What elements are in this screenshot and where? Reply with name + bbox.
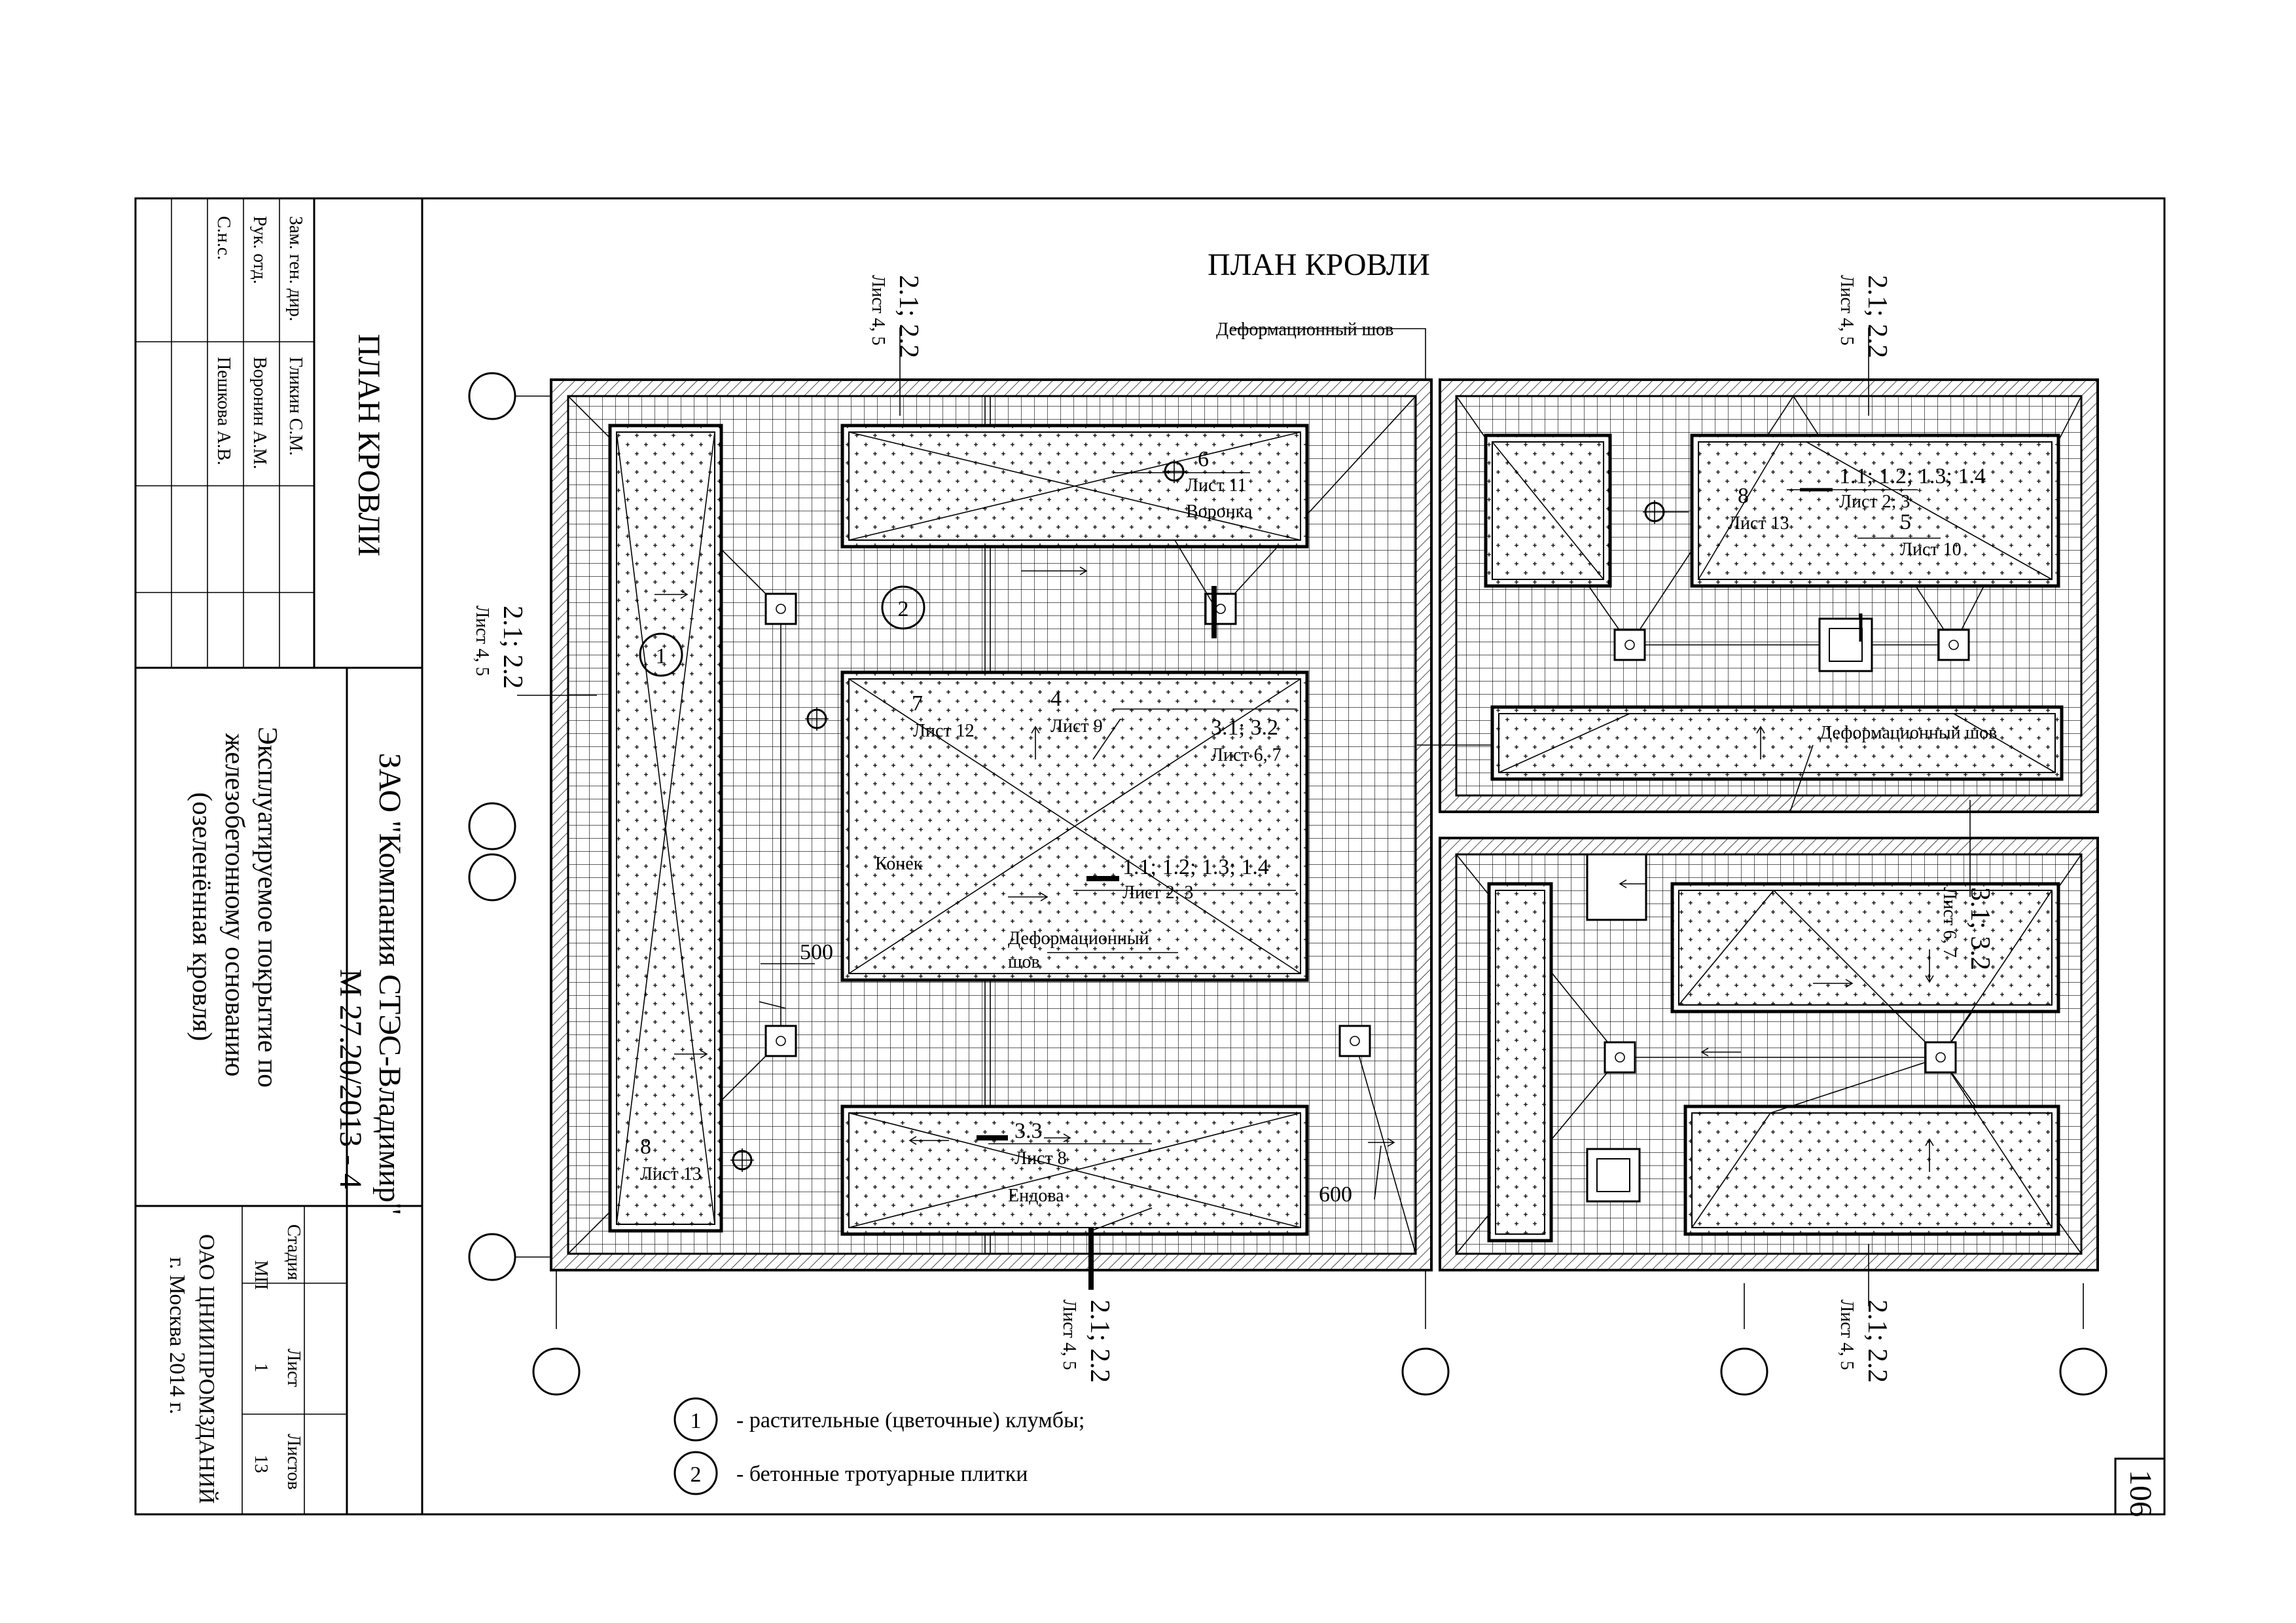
detail-33-sheet: Лист 8 — [1014, 1148, 1067, 1169]
axis-marker — [1401, 1347, 1450, 1396]
ridge-label: Конек — [875, 854, 923, 874]
sheet-ref-right: Лист 6, 7 — [1939, 887, 1960, 958]
position-2: Рук. отд. — [249, 216, 270, 284]
valley-label: Ендова — [1008, 1186, 1064, 1206]
detail-7-sheet: Лист 12 — [913, 721, 975, 741]
stage-value: МП — [251, 1260, 271, 1290]
annotations: 2.1; 2.2 Лист 4, 5 2.1; 2.2 Лист 4, 5 2.… — [472, 275, 1997, 1383]
company-name: ЗАО "Компания СТЭС-Владимир" — [372, 753, 407, 1215]
sheet-ref-bottom-a: Лист 4, 5 — [1059, 1300, 1079, 1370]
legend-text-2: - бетонные тротуарные плитки — [736, 1462, 1028, 1486]
legend: 1 - растительные (цветочные) клумбы; 2 -… — [673, 1397, 1085, 1495]
sheet-title: ПЛАН КРОВЛИ — [1208, 247, 1430, 282]
legend-text-1: - растительные (цветочные) клумбы; — [736, 1408, 1085, 1432]
detail-8-right: 8 — [1738, 484, 1749, 508]
sheet-ref-left: Лист 4, 5 — [472, 606, 492, 676]
name-2: Воронин А.М. — [249, 357, 270, 469]
axis-marker — [2059, 1347, 2108, 1396]
expansion-joint-label-l1: Деформационный — [1008, 928, 1149, 949]
detail-11-14-right: 1.1; 1.2; 1.3; 1.4 — [1839, 464, 1986, 488]
expansion-joint-label-top: Деформационный шов — [1216, 319, 1393, 340]
dim-500: 500 — [800, 940, 833, 964]
legend-mark-1: 1 — [691, 1409, 702, 1433]
drawing-code: М 27.20/2013 - 4 — [333, 969, 368, 1189]
detail-31-32-sheet: Лист 6, 7 — [1211, 745, 1282, 765]
building-b-roof — [1439, 378, 2099, 813]
sheet-frame — [134, 197, 2166, 1516]
detail-8-left: 8 — [640, 1135, 651, 1159]
description-line-2: железобетонному основанию — [219, 733, 249, 1076]
detail-5: 5 — [1900, 510, 1911, 534]
funnel-label: Воронка — [1186, 501, 1253, 522]
stage-header: Стадия — [283, 1224, 304, 1281]
detail-5-sheet: Лист 10 — [1900, 539, 1962, 560]
sheet-ref-top-b: Лист 4, 5 — [1837, 275, 1857, 346]
flow-arrows — [655, 566, 1934, 1172]
building-c-roof — [1439, 837, 2099, 1271]
detail-11-14: 1.1; 1.2; 1.3; 1.4 — [1122, 855, 1269, 879]
section-label-right: 3.1; 3.2 — [1965, 887, 1995, 970]
section-label-left: 2.1; 2.2 — [497, 606, 528, 689]
axis-marker — [468, 372, 516, 420]
sheet-ref-top-a: Лист 4, 5 — [868, 275, 888, 346]
detail-4-sheet: Лист 9 — [1050, 716, 1103, 737]
detail-8-left-sheet: Лист 13 — [640, 1164, 702, 1184]
mark-flower-bed: 1 — [656, 644, 667, 668]
org-name: ОАО ЦНИИПРОМЗДАНИЙ — [194, 1234, 219, 1504]
section-label-top-a: 2.1; 2.2 — [893, 275, 924, 358]
detail-8-right-sheet: Лист 13 — [1728, 513, 1789, 534]
axis-marker — [468, 802, 516, 850]
detail-11-14-sheet: Лист 2; 3 — [1122, 883, 1193, 903]
section-label-top-b: 2.1; 2.2 — [1862, 275, 1892, 358]
position-1: Зам. ген. дир. — [285, 216, 306, 321]
section-label-bottom-a: 2.1; 2.2 — [1085, 1300, 1115, 1383]
expansion-joint-label-l2: шов — [1008, 952, 1040, 972]
position-3: С.н.с. — [213, 216, 234, 260]
detail-6: 6 — [1198, 447, 1209, 471]
page-number: 106 — [2123, 1470, 2158, 1517]
drawing-title: ПЛАН КРОВЛИ — [351, 334, 386, 556]
title-block-texts: Зам. ген. дир. Рук. отд. С.н.с. Гликин С… — [165, 216, 2158, 1517]
description-line-1: Эксплуатируемое покрытие по — [252, 727, 282, 1087]
detail-4: 4 — [1050, 687, 1062, 711]
signature-table — [135, 198, 314, 668]
name-3: Пешкова А.В. — [213, 357, 234, 465]
sheet-header: Лист — [283, 1349, 304, 1387]
sheet-value: 1 — [251, 1363, 271, 1372]
detail-11-14-right-sheet: Лист 2; 3 — [1839, 492, 1910, 512]
axis-marker — [532, 1347, 581, 1396]
page-number-box — [2114, 1457, 2166, 1516]
detail-6-sheet: Лист 11 — [1186, 475, 1247, 496]
sheets-value: 13 — [251, 1455, 271, 1473]
dim-600: 600 — [1319, 1182, 1352, 1207]
org-city: г. Москва 2014 г. — [165, 1257, 189, 1414]
section-label-bottom-b: 2.1; 2.2 — [1862, 1300, 1892, 1383]
building-a-roof — [550, 378, 1433, 1271]
mark-paving: 2 — [898, 597, 909, 621]
detail-31-32: 3.1; 3.2 — [1211, 716, 1278, 740]
stage-table — [242, 1206, 347, 1514]
axis-marker — [1720, 1347, 1768, 1396]
axis-marker — [468, 853, 516, 902]
description-line-3: (озеленённая кровля) — [187, 792, 217, 1041]
axis-marker — [468, 1233, 516, 1281]
detail-33: 3.3 — [1014, 1119, 1043, 1143]
section-markers — [517, 327, 1971, 1306]
sheet-ref-bottom-b: Лист 4, 5 — [1837, 1300, 1857, 1370]
expansion-joint-label-right: Деформационный шов — [1820, 723, 1997, 743]
name-1: Гликин С.М. — [285, 357, 306, 456]
legend-mark-2: 2 — [691, 1463, 702, 1487]
sheets-header: Листов — [283, 1434, 304, 1490]
detail-7: 7 — [912, 691, 923, 716]
